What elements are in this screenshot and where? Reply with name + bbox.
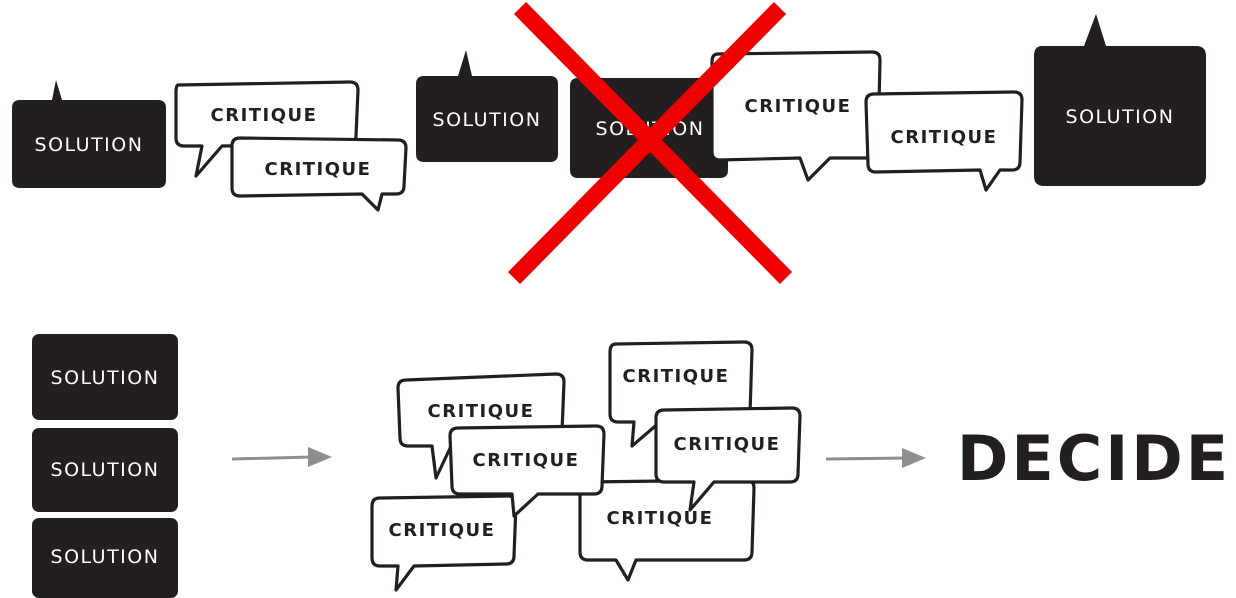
top-solution-2-label: SOLUTION (433, 109, 542, 131)
bottom-solution-3-label: SOLUTION (51, 546, 160, 568)
top-critique-4: CRITIQUE (864, 90, 1024, 192)
decide-label: DECIDE (957, 422, 1231, 495)
bottom-critique-5: CRITIQUE (654, 406, 802, 512)
top-critique-2-label: CRITIQUE (265, 159, 372, 180)
top-critique-2: CRITIQUE (230, 136, 408, 212)
bottom-solution-2-label: SOLUTION (51, 459, 160, 481)
top-solution-4: SOLUTION (1034, 14, 1206, 186)
bottom-solution-1: SOLUTION (32, 334, 178, 420)
arrow-to-critiques (231, 447, 332, 467)
top-row: SOLUTION CRITIQUE CRITIQUE SOLUTION SOLU… (12, 2, 1206, 284)
top-solution-4-label: SOLUTION (1066, 106, 1175, 128)
top-critique-1-label: CRITIQUE (211, 105, 318, 126)
top-solution-2: SOLUTION (416, 50, 558, 162)
top-critique-4-label: CRITIQUE (891, 127, 998, 148)
top-critique-1: CRITIQUE (174, 80, 360, 178)
bottom-critique-2: CRITIQUE (448, 424, 606, 518)
bottom-critique-6: CRITIQUE (578, 478, 756, 582)
bottom-critique-3-label: CRITIQUE (623, 366, 730, 387)
bottom-critique-4-label: CRITIQUE (389, 520, 496, 541)
bottom-critique-1-label: CRITIQUE (428, 401, 535, 422)
top-critique-3-label: CRITIQUE (745, 96, 852, 117)
bottom-solution-1-label: SOLUTION (51, 367, 160, 389)
cross-out-mark (507, 2, 793, 284)
top-critique-3: CRITIQUE (710, 50, 882, 182)
bottom-solution-3: SOLUTION (32, 518, 178, 598)
bottom-critique-6-label: CRITIQUE (607, 508, 714, 529)
bottom-critique-4: CRITIQUE (370, 494, 518, 592)
critique-cluster: CRITIQUE CRITIQUE CRITIQUE CRITIQUE CRIT… (370, 340, 802, 592)
top-solution-1: SOLUTION (12, 80, 166, 188)
bottom-row: SOLUTION SOLUTION SOLUTION CRITIQUE C (32, 334, 1231, 598)
bottom-critique-5-label: CRITIQUE (674, 434, 781, 455)
arrow-to-decide (825, 448, 926, 468)
bottom-critique-1: CRITIQUE (396, 372, 566, 480)
bottom-critique-2-label: CRITIQUE (473, 450, 580, 471)
bottom-solution-2: SOLUTION (32, 428, 178, 512)
top-solution-1-label: SOLUTION (35, 134, 144, 156)
